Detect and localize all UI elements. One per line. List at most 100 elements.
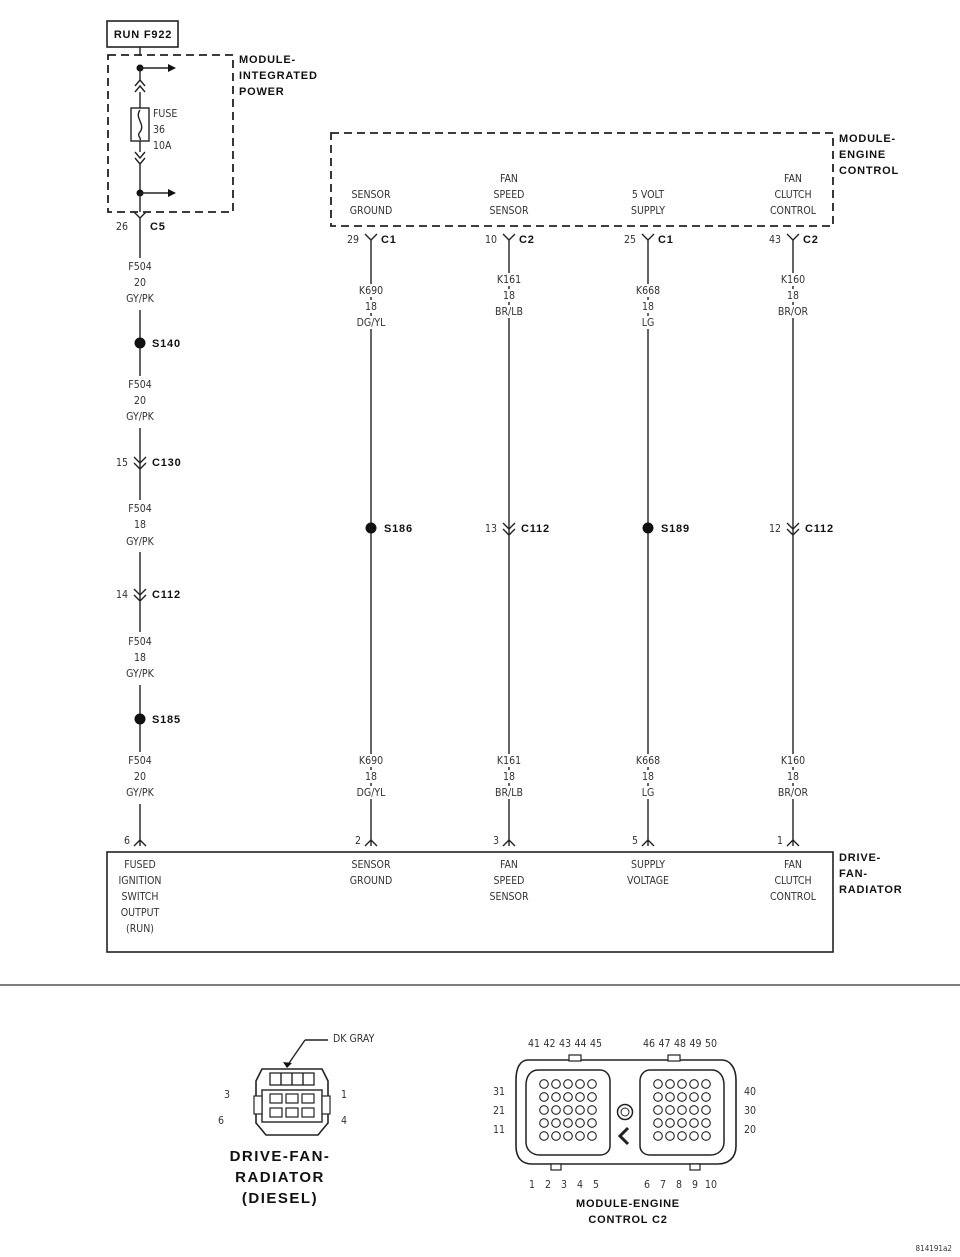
ecm-c2-pin-label: 2	[545, 1179, 551, 1191]
inline-connector-label: C112	[805, 523, 834, 535]
pin-cavity	[653, 1118, 663, 1128]
pin-cavity	[575, 1079, 585, 1089]
wire-label-top: BR/OR	[778, 306, 809, 318]
pin-cavity	[551, 1118, 561, 1128]
svg-text:MODULE-: MODULE-	[239, 54, 296, 66]
wire-label-bottom: K668	[636, 755, 660, 767]
ecm-c2-pin-label: 7	[660, 1179, 666, 1191]
figure-id: 814191a2	[916, 1244, 952, 1253]
label-backing	[771, 754, 815, 767]
pin-cavity	[677, 1131, 687, 1141]
label-backing	[349, 284, 393, 297]
device-function-label: SENSOR	[351, 859, 390, 871]
splice-label: S189	[661, 523, 690, 535]
ecm-c2-pin-cavities-right	[653, 1079, 711, 1141]
c130-pin: 15	[116, 457, 128, 469]
svg-text:GY/PK: GY/PK	[126, 668, 154, 680]
svg-text:INTEGRATED: INTEGRATED	[239, 70, 318, 82]
ecm-c2-pin-label: 8	[676, 1179, 682, 1191]
fuse-number: 36	[153, 124, 165, 136]
label-backing	[487, 289, 531, 302]
ecm-function-label: 5 VOLT	[632, 189, 665, 201]
pin-cavity	[665, 1079, 675, 1089]
wire-label-top: 18	[787, 290, 799, 302]
ecm-function-label: SPEED	[494, 189, 525, 201]
bus-arrow-top	[136, 64, 176, 72]
pin-cavity	[551, 1079, 561, 1089]
label-backing	[771, 273, 815, 286]
ecm-c2-pin-label: 11	[493, 1124, 505, 1136]
in-arrow-icon	[134, 78, 146, 93]
label-backing	[771, 770, 815, 783]
splice-s185-label: S185	[152, 714, 181, 726]
ecm-function-label: FAN	[784, 173, 802, 185]
drive-fan-color-label: DK GRAY	[333, 1033, 375, 1045]
ecm-pin-number: 10	[485, 234, 497, 246]
pin-cavity	[551, 1092, 561, 1102]
ecm-c2-pin-label: 49	[689, 1038, 701, 1050]
ecm-c2-pin-label: 30	[744, 1105, 756, 1117]
svg-text:DRIVE-FAN-: DRIVE-FAN-	[230, 1148, 331, 1165]
label-backing	[626, 300, 670, 313]
pin-cavity	[575, 1092, 585, 1102]
inline-connector-label: C112	[521, 523, 550, 535]
wire-label-bottom: K160	[781, 755, 805, 767]
wire-label-bottom: 18	[365, 771, 377, 783]
label-backing	[487, 770, 531, 783]
svg-text:IGNITION: IGNITION	[118, 875, 161, 887]
svg-text:(RUN): (RUN)	[126, 923, 154, 935]
device-function-label: CONTROL	[770, 891, 817, 903]
c112-left-pin: 14	[116, 589, 128, 601]
ecm-function-label: SENSOR	[489, 205, 528, 217]
pin-cavity	[653, 1079, 663, 1089]
ecm-c2-pin-label: 6	[644, 1179, 650, 1191]
device-pin-number: 5	[632, 835, 638, 847]
drive-fan-pin6: 6	[124, 835, 130, 847]
pin-cavity	[677, 1105, 687, 1115]
svg-text:F504: F504	[128, 379, 151, 391]
ecm-connector-symbol	[502, 233, 516, 241]
svg-text:F504: F504	[128, 261, 151, 273]
pin-cavity	[551, 1131, 561, 1141]
ecm-c2-pin-cavities-left	[539, 1079, 597, 1141]
ecm-c2-connector-view	[515, 1054, 737, 1171]
splice-s185-dot	[134, 713, 146, 725]
pin-cavity	[653, 1092, 663, 1102]
drive-fan-connector-title: DRIVE-FAN- RADIATOR (DIESEL)	[230, 1148, 331, 1207]
ecm-connector-symbol	[641, 233, 655, 241]
pin-cavity	[689, 1131, 699, 1141]
drive-fan-pin-6: 6	[218, 1115, 224, 1127]
svg-text:DRIVE-: DRIVE-	[839, 852, 881, 864]
label-backing	[349, 770, 393, 783]
svg-text:GY/PK: GY/PK	[126, 787, 154, 799]
pin-cavity	[677, 1092, 687, 1102]
pin-cavity	[539, 1092, 549, 1102]
pin-cavity	[689, 1092, 699, 1102]
label-backing	[349, 754, 393, 767]
pin-cavity	[701, 1092, 711, 1102]
ecm-c2-pin-label: 1	[529, 1179, 535, 1191]
device-function-label: VOLTAGE	[627, 875, 669, 887]
ecm-function-label: SENSOR	[351, 189, 390, 201]
ecm-function-label: FAN	[500, 173, 518, 185]
label-backing	[487, 273, 531, 286]
ecm-function-label: CLUTCH	[774, 189, 811, 201]
label-backing	[487, 305, 531, 318]
pin-cavity	[587, 1118, 597, 1128]
svg-text:18: 18	[134, 652, 146, 664]
svg-text:20: 20	[134, 277, 146, 289]
inline-connector-pin: 13	[485, 523, 497, 535]
label-backing	[626, 316, 670, 329]
drive-fan-radiator-box	[106, 851, 834, 953]
wire-label-top: 18	[642, 301, 654, 313]
label-backing	[626, 770, 670, 783]
bus-arrow-bottom	[136, 189, 176, 197]
ecm-c2-pin-label: 47	[658, 1038, 670, 1050]
ecm-function-label: SUPPLY	[631, 205, 665, 217]
ecm-connector-label: C1	[381, 234, 397, 246]
c112-left-label: C112	[152, 589, 181, 601]
ecm-c2-pin-label: 4	[577, 1179, 583, 1191]
